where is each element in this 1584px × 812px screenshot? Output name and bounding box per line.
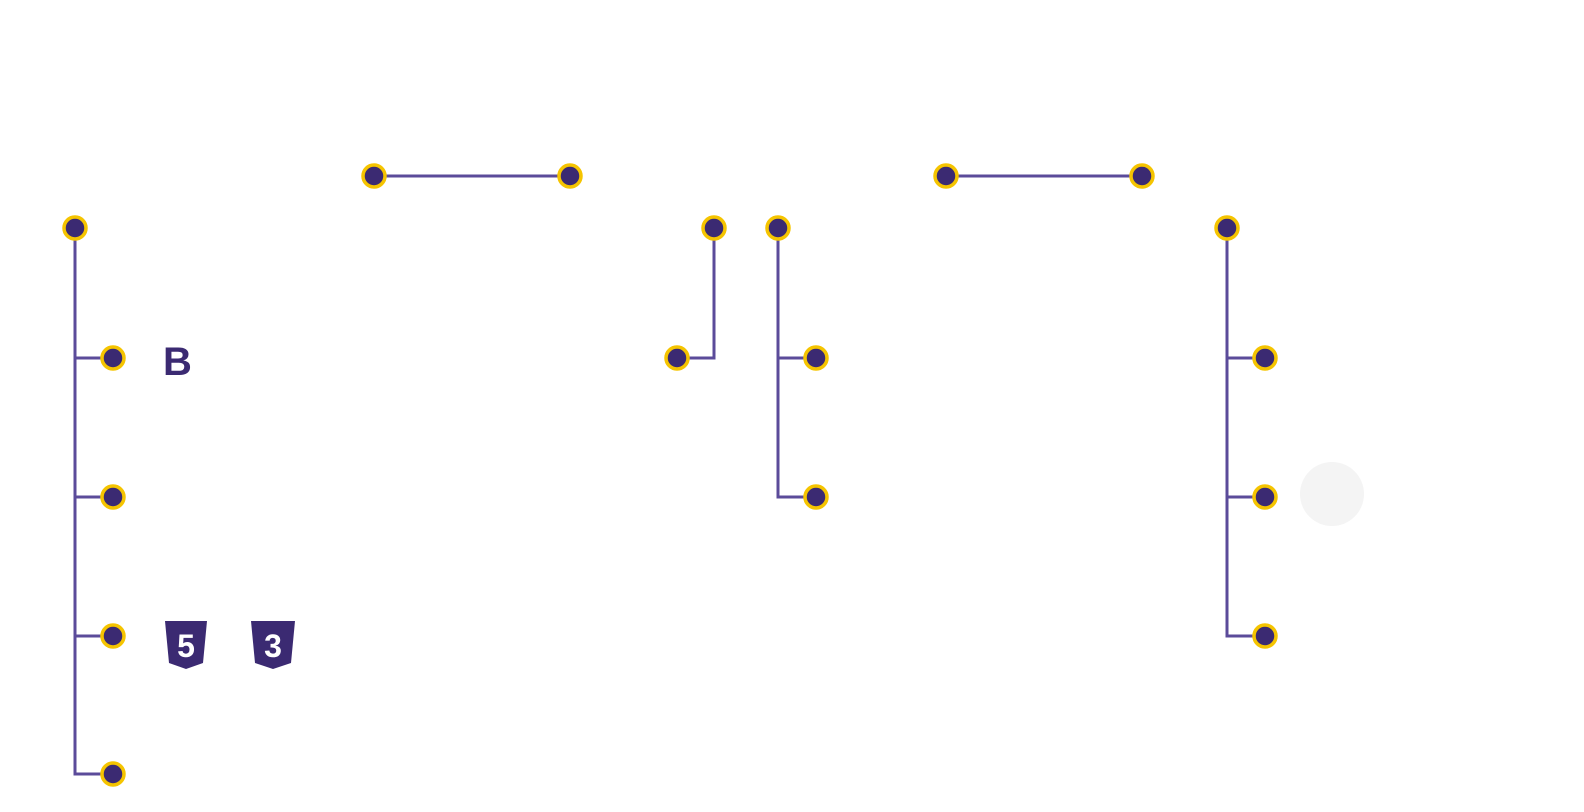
tree-left-leaf-node-3 (100, 623, 126, 649)
html5-digit: 5 (177, 628, 195, 664)
elbow-middle-bottom-node (664, 345, 690, 371)
bootstrap-icon: B (163, 340, 192, 384)
tree-right-root-node (1214, 215, 1240, 241)
connector-lines (73, 174, 1265, 776)
tree-middle-leaf-node-1 (803, 345, 829, 371)
connector-top-left-start-node (361, 163, 387, 189)
tree-right-leaf-node-1 (1252, 345, 1278, 371)
technology-icons: B 5 3 (163, 340, 1364, 669)
tree-right-leaf-node-3 (1252, 623, 1278, 649)
tree-left-root-node (62, 215, 88, 241)
tree-right-trunk (1225, 228, 1265, 638)
connector-top-right-end-node (1129, 163, 1155, 189)
connector-top-right-start-node (933, 163, 959, 189)
elbow-middle-top-node (701, 215, 727, 241)
connector-top-left-end-node (557, 163, 583, 189)
tree-left-leaf-node-4 (100, 761, 126, 787)
elbow-middle-line (677, 228, 716, 360)
tree-middle-root-node (765, 215, 791, 241)
tree-middle-leaf-node-2 (803, 484, 829, 510)
faint-logo-icon (1300, 462, 1364, 526)
css3-icon: 3 (251, 621, 295, 669)
connector-nodes (62, 163, 1278, 787)
html5-icon: 5 (165, 621, 207, 669)
tree-left-leaf-node-1 (100, 345, 126, 371)
tree-right-leaf-node-2 (1252, 484, 1278, 510)
css3-digit: 3 (264, 628, 282, 664)
tree-left-leaf-node-2 (100, 484, 126, 510)
